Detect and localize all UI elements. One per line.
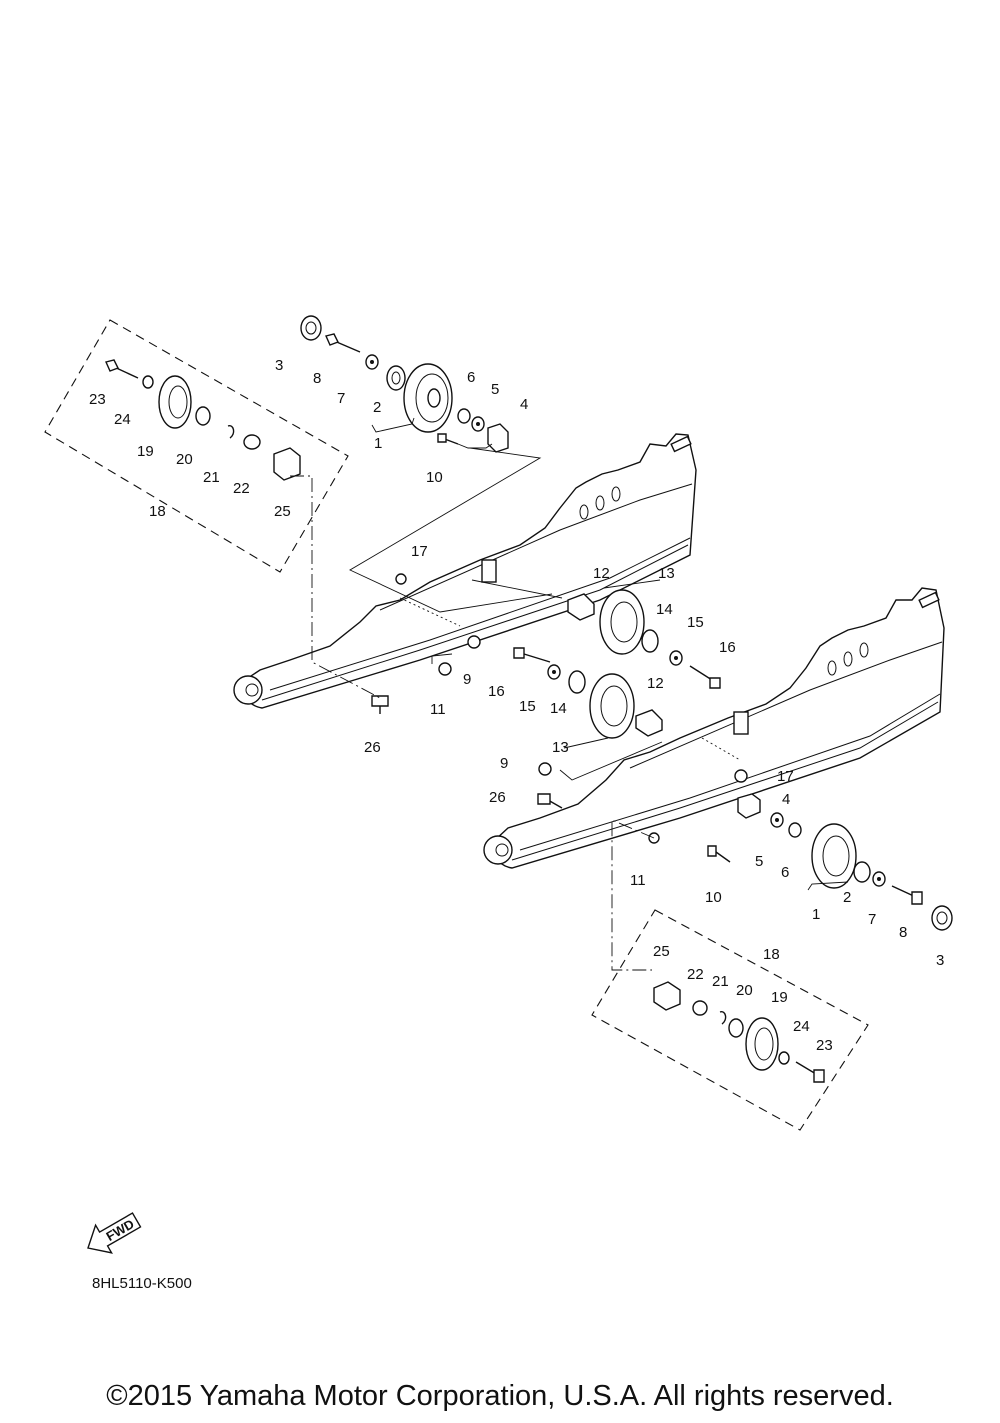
callout-19: 19 [137,443,154,460]
callout-11: 11 [630,872,646,889]
callout-9: 9 [500,755,508,772]
callout-6: 6 [467,369,475,386]
callout-1: 1 [374,435,382,452]
callout-15: 15 [687,614,704,631]
right-slide-rail [483,587,945,869]
callout-10: 10 [426,469,443,486]
callout-16: 16 [719,639,736,656]
callout-20: 20 [176,451,193,468]
right-center-hardware [537,762,953,931]
callout-10: 10 [705,889,722,906]
callout-24: 24 [114,411,131,428]
callout-3: 3 [936,952,944,969]
callout-21: 21 [712,973,729,990]
callout-labels: 1 2 3 4 5 6 7 8 10 17 9 11 12 13 14 15 1… [89,357,944,1054]
callout-5: 5 [491,381,499,398]
callout-6: 6 [781,864,789,881]
callout-8: 8 [313,370,321,387]
callout-19: 19 [771,989,788,1006]
callout-13: 13 [552,739,569,756]
callout-22: 22 [233,480,250,497]
callout-23: 23 [89,391,106,408]
callout-4: 4 [520,396,528,413]
left-center-hardware [371,573,721,739]
callout-14: 14 [550,700,567,717]
callout-2: 2 [373,399,381,416]
callout-7: 7 [337,390,345,407]
callout-17: 17 [777,768,794,785]
callout-25: 25 [653,943,670,960]
callout-18: 18 [763,946,780,963]
callout-12: 12 [593,565,610,582]
callout-25: 25 [274,503,291,520]
callout-1: 1 [812,906,820,923]
callout-9: 9 [463,671,471,688]
callout-8: 8 [899,924,907,941]
lower-right-kit-box [591,909,869,1131]
callout-2: 2 [843,889,851,906]
callout-17: 17 [411,543,428,560]
callout-26: 26 [489,789,506,806]
callout-18: 18 [149,503,166,520]
callout-23: 23 [816,1037,833,1054]
leader-lines [290,417,849,971]
callout-20: 20 [736,982,753,999]
copyright-notice: ©2015 Yamaha Motor Corporation, U.S.A. A… [106,1380,894,1412]
callout-12: 12 [647,675,664,692]
fwd-arrow-icon: FWD [87,1212,142,1254]
left-slide-rail [233,433,697,709]
callout-11: 11 [430,701,446,718]
callout-5: 5 [755,853,763,870]
callout-24: 24 [793,1018,810,1035]
upper-left-wheel-hardware [300,315,509,453]
callout-26: 26 [364,739,381,756]
callout-15: 15 [519,698,536,715]
diagram-code: 8HL5110-K500 [92,1275,192,1292]
callout-3: 3 [275,357,283,374]
callout-21: 21 [203,469,220,486]
callout-14: 14 [656,601,673,618]
callout-16: 16 [488,683,505,700]
callout-4: 4 [782,791,790,808]
upper-left-kit-box [44,319,349,573]
callout-22: 22 [687,966,704,983]
callout-13: 13 [658,565,675,582]
callout-7: 7 [868,911,876,928]
